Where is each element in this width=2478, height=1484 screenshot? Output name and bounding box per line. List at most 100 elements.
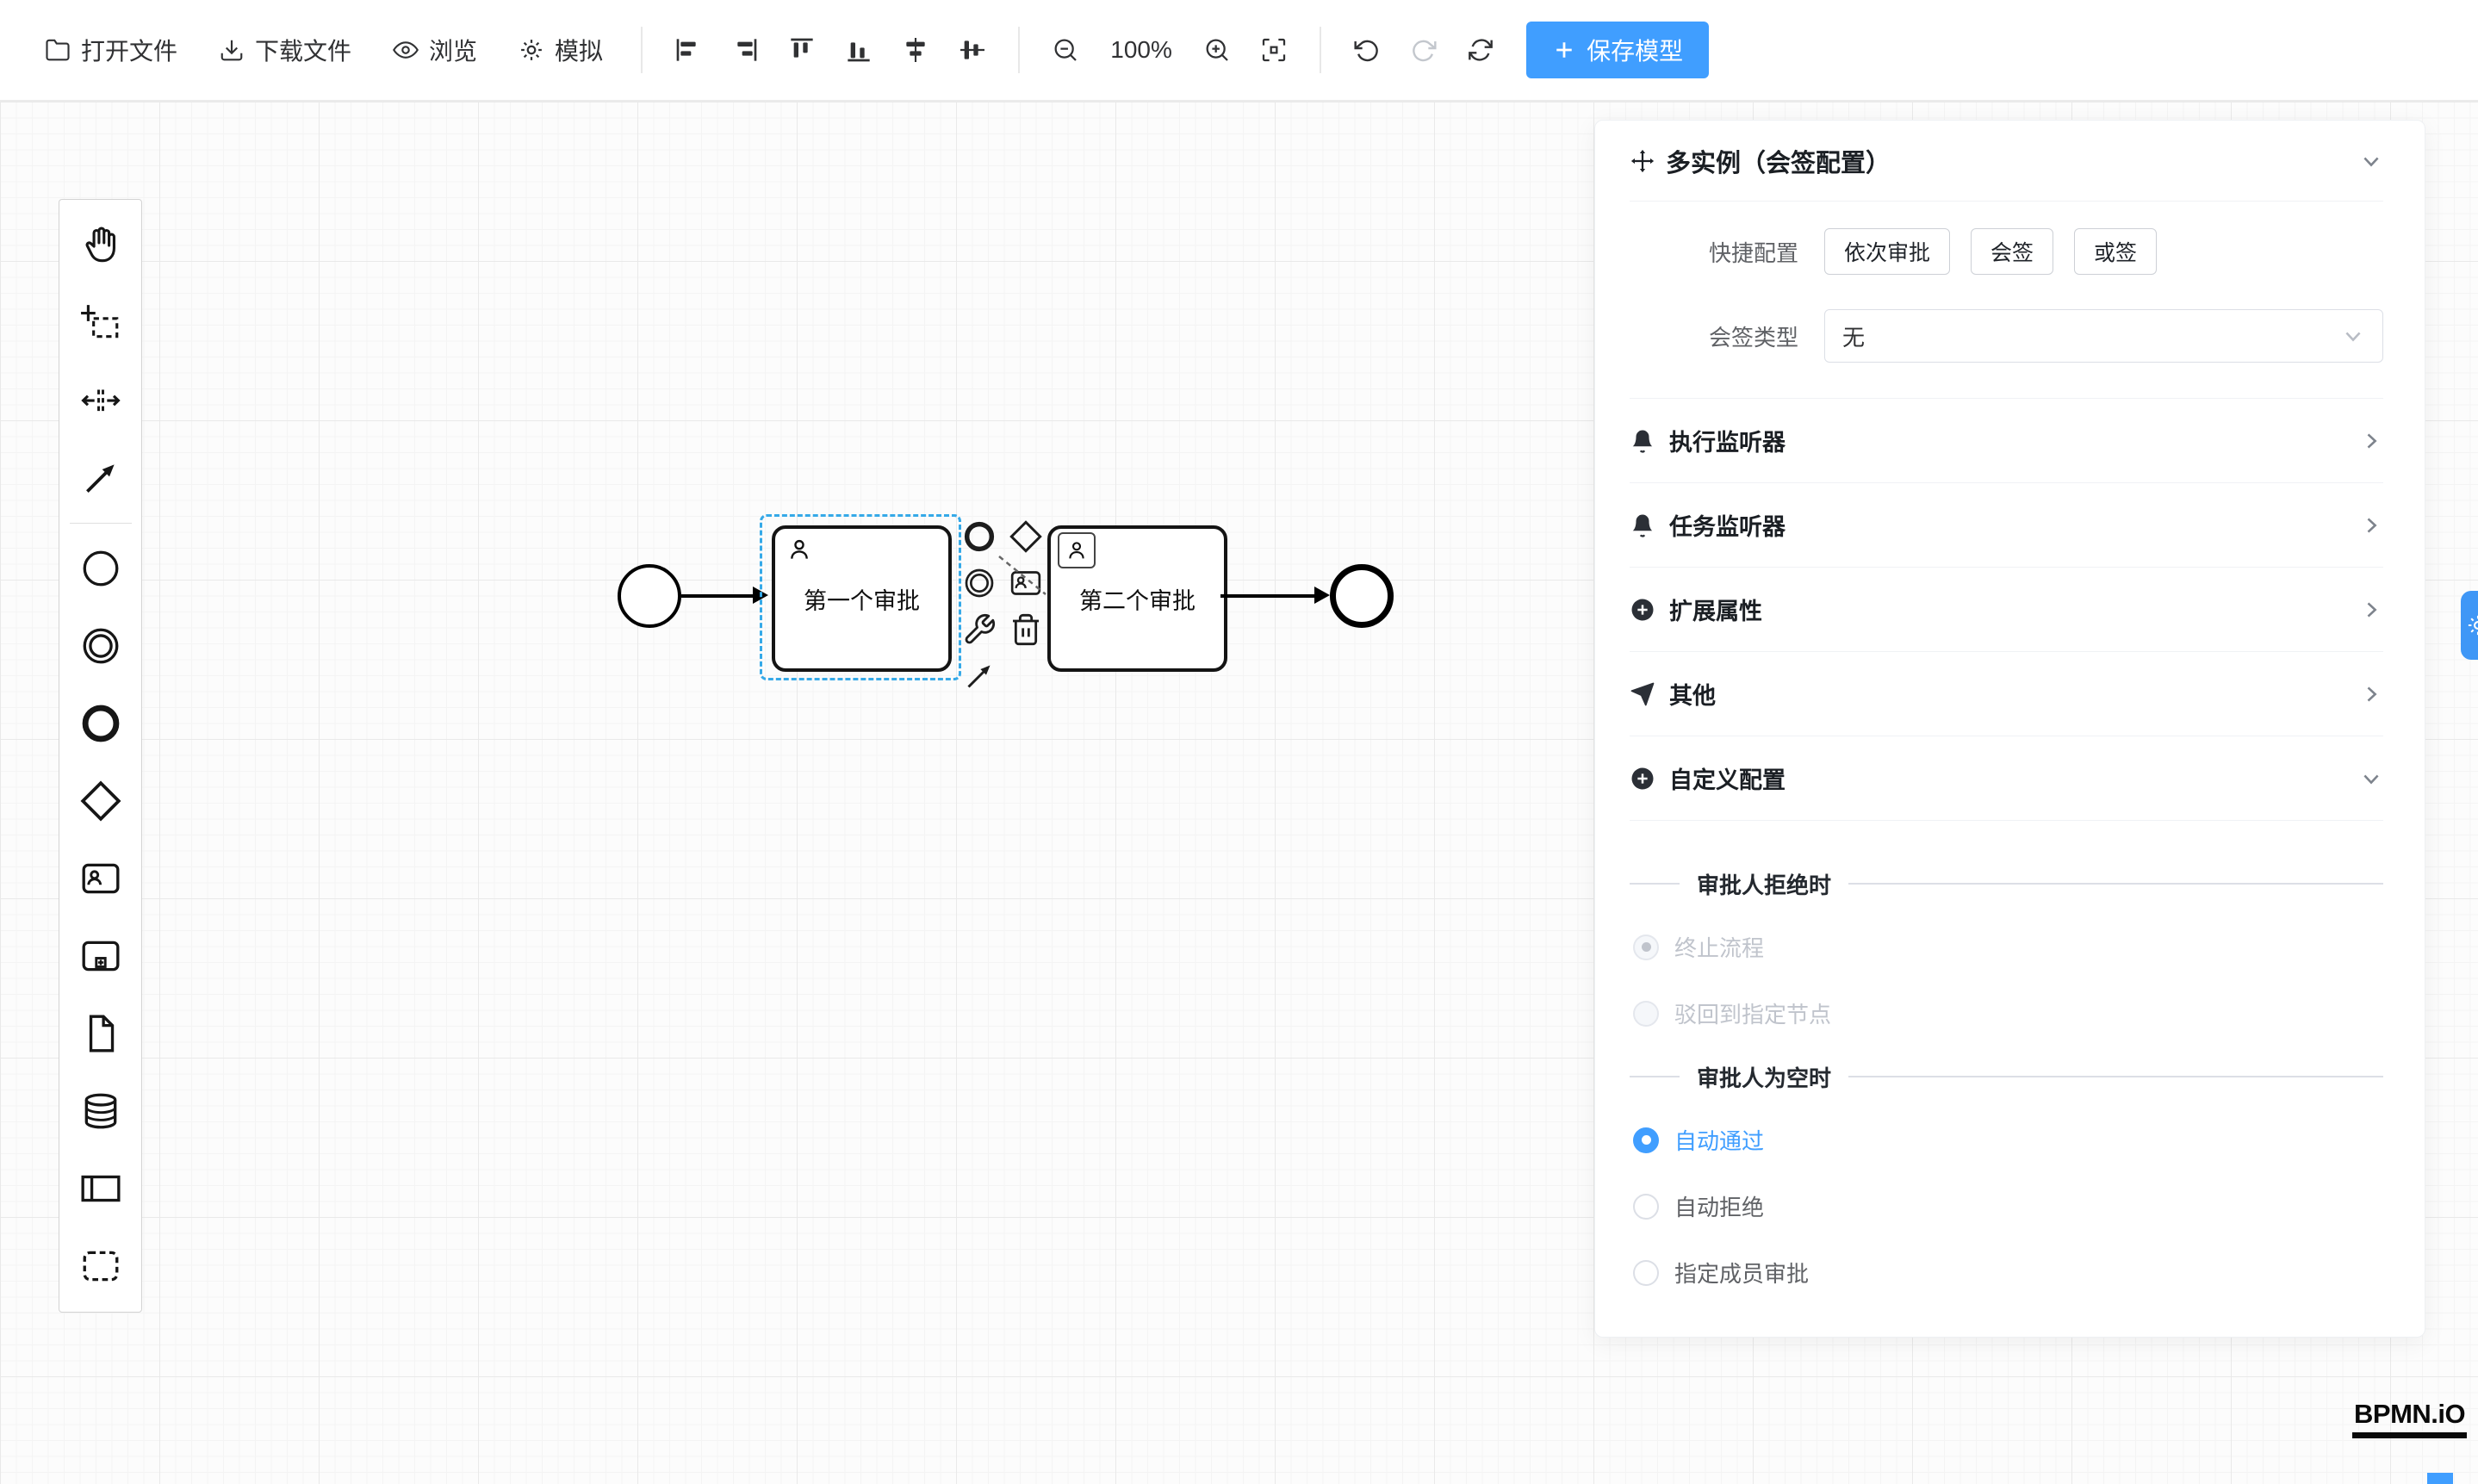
- append-end-event-button[interactable]: [959, 516, 1000, 557]
- radio-terminate-process: 终止流程: [1630, 914, 2383, 980]
- radio-dot: [1633, 1127, 1659, 1153]
- radio-auto-reject[interactable]: 自动拒绝: [1630, 1173, 2383, 1239]
- sequence-flow-1-arrowhead: [753, 587, 768, 604]
- palette-hand-tool[interactable]: [63, 207, 139, 284]
- group-icon: [79, 1245, 122, 1288]
- quick-option-countersign[interactable]: 会签: [1971, 228, 2054, 275]
- palette-create-gateway[interactable]: [63, 762, 139, 840]
- palette-create-start-event[interactable]: [63, 530, 139, 607]
- chevron-down-icon: [2341, 324, 2365, 348]
- person-icon: [786, 536, 813, 563]
- quick-option-orsign[interactable]: 或签: [2074, 228, 2158, 275]
- radio-label: 指定成员审批: [1674, 1261, 1810, 1287]
- connect-tool-icon: [962, 659, 997, 693]
- palette-lasso-tool[interactable]: [63, 284, 139, 362]
- start-event-icon: [79, 547, 122, 590]
- settings-side-tab[interactable]: [2461, 591, 2478, 660]
- quick-option-sequential[interactable]: 依次审批: [1824, 228, 1951, 275]
- align-right-button[interactable]: [717, 22, 773, 78]
- divider-approver-reject: 审批人拒绝时: [1630, 859, 2383, 909]
- connect-button[interactable]: [959, 655, 1000, 697]
- radio-assign-member[interactable]: 指定成员审批: [1630, 1239, 2383, 1306]
- section-extended-properties[interactable]: 扩展属性: [1630, 568, 2383, 652]
- section-other[interactable]: 其他: [1630, 652, 2383, 736]
- zoom-out-button[interactable]: [1037, 22, 1094, 78]
- corner-blue-badge[interactable]: [2427, 1473, 2453, 1484]
- palette-create-data-object[interactable]: [63, 995, 139, 1072]
- zoom-in-button[interactable]: [1189, 22, 1245, 78]
- data-object-icon: [79, 1012, 122, 1055]
- end-event-shape[interactable]: [1330, 564, 1394, 628]
- toolbar-divider: [1018, 27, 1021, 73]
- radio-auto-pass[interactable]: 自动通过: [1630, 1107, 2383, 1173]
- align-center-v-icon: [959, 36, 986, 64]
- append-user-task-button[interactable]: [1005, 562, 1046, 604]
- radio-label: 自动通过: [1674, 1128, 1765, 1154]
- align-center-h-icon: [902, 36, 929, 64]
- palette-create-call-activity[interactable]: [63, 917, 139, 995]
- palette-create-end-event[interactable]: [63, 685, 139, 762]
- align-left-button[interactable]: [660, 22, 717, 78]
- section-task-listener[interactable]: 任务监听器: [1630, 483, 2383, 568]
- simulate-button[interactable]: 模拟: [498, 18, 624, 82]
- task-second-approval-label: 第二个审批: [1079, 587, 1196, 614]
- save-model-button[interactable]: 保存模型: [1526, 22, 1710, 78]
- data-store-icon: [79, 1090, 122, 1133]
- palette-create-user-task[interactable]: [63, 840, 139, 917]
- replace-wrench-button[interactable]: [959, 609, 1000, 650]
- panel-header-multi-instance[interactable]: 多实例（会签配置）: [1630, 121, 2383, 202]
- task-first-approval[interactable]: 第一个审批: [772, 525, 952, 672]
- palette-create-participant[interactable]: [63, 1150, 139, 1227]
- open-file-button[interactable]: 打开文件: [24, 18, 198, 82]
- append-intermediate-event-button[interactable]: [959, 562, 1000, 604]
- multi-instance-config: 快捷配置 依次审批 会签 或签 会签类型 无: [1630, 202, 2383, 399]
- align-center-h-button[interactable]: [887, 22, 944, 78]
- user-task-icon: [79, 857, 122, 900]
- palette-global-connect-tool[interactable]: [63, 439, 139, 517]
- section-label: 其他: [1669, 683, 1716, 709]
- align-right-icon: [731, 36, 759, 64]
- align-top-button[interactable]: [773, 22, 830, 78]
- bpmn-canvas[interactable]: 第一个审批 第二个审批 多实例（会签配置） 快捷配置 依次审批: [0, 102, 2478, 1484]
- sign-type-row: 会签类型 无: [1630, 300, 2383, 372]
- task-second-approval[interactable]: 第二个审批: [1047, 525, 1227, 672]
- section-label: 扩展属性: [1669, 599, 1762, 624]
- start-event-shape[interactable]: [618, 564, 681, 628]
- download-icon: [219, 37, 245, 63]
- divider-line: [1848, 883, 2383, 885]
- bell-icon: [1630, 428, 1655, 454]
- refresh-button[interactable]: [1452, 22, 1509, 78]
- bpmn-io-logo[interactable]: BPMN.iO: [2352, 1399, 2468, 1438]
- radio-label: 终止流程: [1674, 935, 1765, 961]
- chevron-right-icon: [2359, 682, 2383, 706]
- section-execution-listener[interactable]: 执行监听器: [1630, 399, 2383, 483]
- sign-type-select[interactable]: 无: [1824, 309, 2383, 363]
- download-file-button[interactable]: 下载文件: [198, 18, 372, 82]
- palette-separator: [69, 523, 132, 524]
- quick-config-label: 快捷配置: [1708, 239, 1798, 266]
- divider-approver-empty: 审批人为空时: [1630, 1052, 2383, 1102]
- align-bottom-button[interactable]: [830, 22, 887, 78]
- intermediate-event-icon: [79, 624, 122, 667]
- delete-button[interactable]: [1005, 609, 1046, 650]
- palette-create-group[interactable]: [63, 1227, 139, 1305]
- palette-space-tool[interactable]: [63, 362, 139, 439]
- palette-create-data-store[interactable]: [63, 1072, 139, 1150]
- section-custom-config[interactable]: 自定义配置: [1630, 736, 2383, 821]
- align-center-v-button[interactable]: [944, 22, 1001, 78]
- gear-icon: [2466, 613, 2478, 637]
- append-gateway-button[interactable]: [1005, 516, 1046, 557]
- palette-create-intermediate-event[interactable]: [63, 607, 139, 685]
- panel-title: 多实例（会签配置）: [1666, 149, 1891, 177]
- undo-button[interactable]: [1338, 22, 1395, 78]
- sequence-flow-2[interactable]: [1220, 594, 1314, 598]
- fit-viewport-button[interactable]: [1245, 22, 1302, 78]
- align-bottom-icon: [845, 36, 873, 64]
- gear-icon: [519, 37, 544, 63]
- bell-icon: [1630, 512, 1655, 538]
- preview-button[interactable]: 浏览: [372, 18, 498, 82]
- toolbar: 打开文件 下载文件 浏览 模拟 100% 保存模型: [0, 0, 2478, 102]
- sequence-flow-1[interactable]: [681, 594, 755, 598]
- chevron-down-icon: [2359, 767, 2383, 791]
- redo-button[interactable]: [1395, 22, 1452, 78]
